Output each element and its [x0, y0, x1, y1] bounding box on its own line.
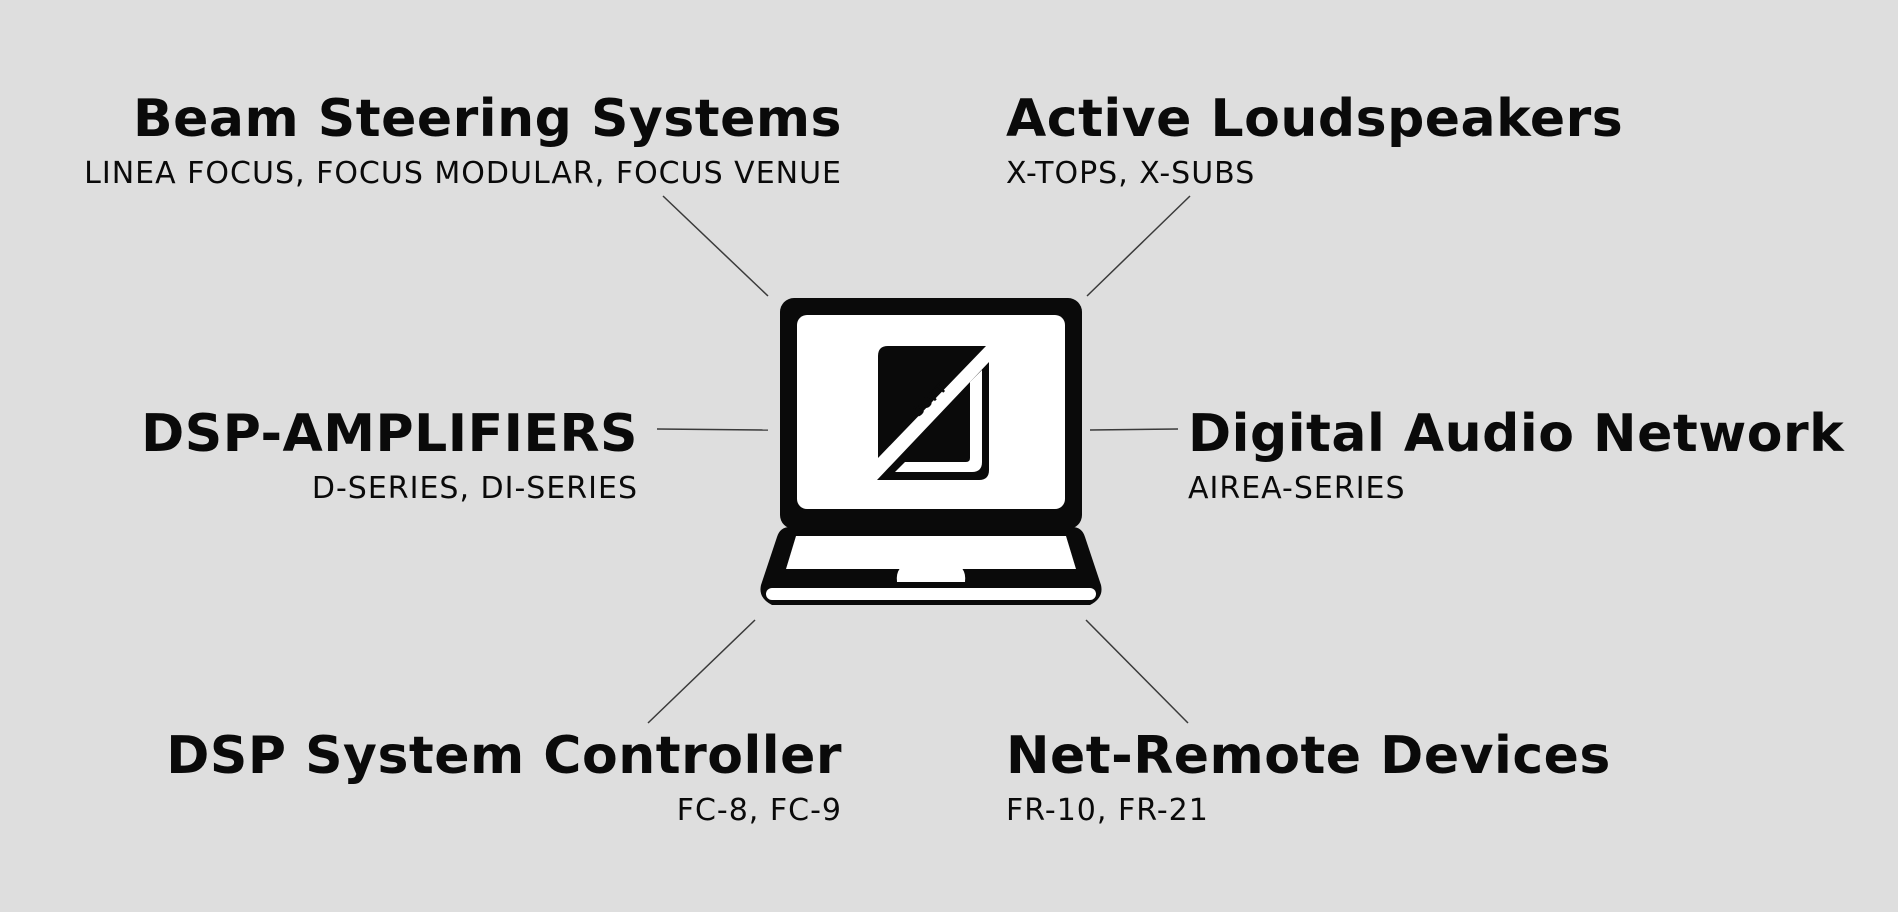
connector-line-beam-steering	[662, 195, 769, 297]
category-digital-audio-network: Digital Audio Network AIREA-SERIES	[1188, 408, 1844, 504]
dsp-amplifiers-products: D-SERIES, DI-SERIES	[311, 471, 638, 506]
category-active-loudspeakers: Active Loudspeakers X-TOPS, X-SUBS	[1006, 93, 1623, 189]
logo-left-shape	[878, 346, 986, 458]
connector-line-dsp-system-controller	[647, 619, 756, 724]
dsp-amplifiers-title: DSP-AMPLIFIERS	[141, 404, 638, 464]
laptop-screen	[797, 315, 1065, 509]
laptop-touchpad	[896, 563, 966, 582]
logo-right-inner	[895, 370, 982, 472]
digital-audio-network-products: AIREA-SERIES	[1188, 471, 1406, 506]
beam-steering-products: LINEA FOCUS, FOCUS MODULAR, FOCUS VENUE	[84, 156, 842, 191]
active-loudspeakers-products: X-TOPS, X-SUBS	[1006, 156, 1256, 191]
category-dsp-amplifiers: DSP-AMPLIFIERS D-SERIES, DI-SERIES	[141, 408, 638, 504]
category-dsp-system-controller: DSP System Controller FC-8, FC-9	[166, 730, 842, 826]
net-remote-devices-title: Net-Remote Devices	[1006, 726, 1611, 786]
connector-line-digital-audio-network	[1089, 428, 1179, 431]
logo-right-shape	[877, 350, 989, 480]
net-remote-devices-products: FR-10, FR-21	[1006, 793, 1209, 828]
connector-line-net-remote-devices	[1085, 619, 1189, 724]
laptop-keyboard-area	[786, 536, 1076, 569]
laptop-icon: SOFT	[760, 298, 1102, 605]
dsp-system-controller-products: FC-8, FC-9	[676, 793, 842, 828]
dsp-system-controller-title: DSP System Controller	[166, 726, 842, 786]
digital-audio-network-title: Digital Audio Network	[1188, 404, 1845, 464]
category-beam-steering: Beam Steering Systems LINEA FOCUS, FOCUS…	[84, 93, 842, 189]
connector-line-active-loudspeakers	[1086, 195, 1191, 297]
beam-steering-title: Beam Steering Systems	[133, 89, 842, 149]
active-loudspeakers-title: Active Loudspeakers	[1006, 89, 1624, 149]
laptop-bottom-strip	[766, 588, 1096, 600]
connector-line-dsp-amplifiers	[656, 428, 769, 431]
category-net-remote-devices: Net-Remote Devices FR-10, FR-21	[1006, 730, 1611, 826]
